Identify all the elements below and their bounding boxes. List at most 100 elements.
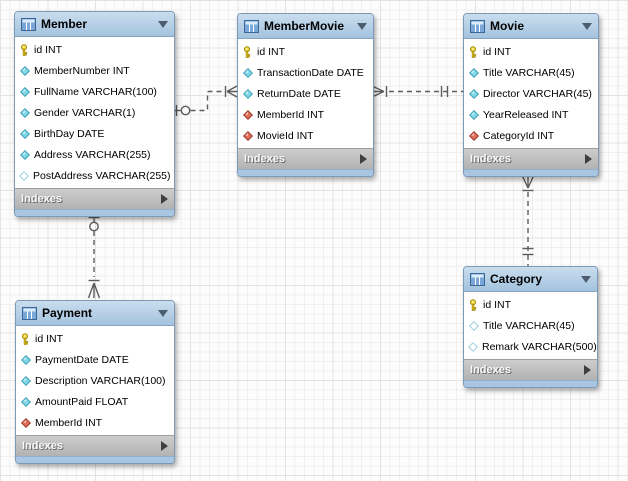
table-field-row[interactable]: YearReleased INT (464, 104, 598, 125)
table-field-row[interactable]: MemberNumber INT (15, 60, 174, 81)
indexes-bar[interactable]: Indexes (464, 148, 598, 169)
field-label: MemberId INT (35, 416, 103, 429)
table-field-row[interactable]: id INT (238, 41, 373, 62)
db-table-member[interactable]: Member id INT MemberNumber INT FullName VA… (14, 11, 175, 217)
table-icon (470, 272, 485, 286)
table-field-row[interactable]: Remark VARCHAR(500) (464, 336, 597, 357)
column-icon (242, 67, 253, 78)
table-icon (470, 19, 485, 33)
table-field-row[interactable]: PostAddress VARCHAR(255) (15, 165, 174, 186)
relationship-member-payment[interactable] (87, 212, 101, 299)
table-field-row[interactable]: Title VARCHAR(45) (464, 315, 597, 336)
column-nullable-icon (468, 341, 478, 352)
indexes-label: Indexes (470, 364, 511, 376)
collapse-triangle-icon[interactable] (357, 22, 367, 30)
indexes-bar[interactable]: Indexes (16, 435, 174, 456)
column-icon (19, 128, 30, 139)
table-field-row[interactable]: id INT (464, 294, 597, 315)
indexes-label: Indexes (470, 153, 511, 165)
relationship-member-membermovie[interactable] (173, 85, 238, 116)
key-icon (20, 332, 31, 345)
db-table-movie[interactable]: Movie id INT Title VARCHAR(45)Director VA… (463, 13, 599, 177)
fk-column-icon (468, 130, 479, 141)
table-title: MemberMovie (264, 19, 345, 33)
db-table-category[interactable]: Category id INT Title VARCHAR(45) Remark V… (463, 266, 598, 388)
expand-arrow-icon (161, 194, 168, 204)
table-bottom-strip (15, 209, 174, 216)
table-field-row[interactable]: CategoryId INT (464, 125, 598, 146)
column-nullable-icon (468, 320, 479, 331)
field-label: Remark VARCHAR(500) (482, 340, 597, 353)
column-nullable-icon (19, 170, 29, 181)
collapse-triangle-icon[interactable] (158, 20, 168, 28)
indexes-bar[interactable]: Indexes (15, 188, 174, 209)
field-label: id INT (257, 45, 286, 58)
table-field-row[interactable]: Description VARCHAR(100) (16, 370, 174, 391)
fk-column-icon (242, 109, 253, 120)
field-label: YearReleased INT (483, 108, 569, 121)
table-field-row[interactable]: MemberId INT (16, 412, 174, 433)
table-field-row[interactable]: MovieId INT (238, 125, 373, 146)
column-icon (20, 375, 31, 386)
table-bottom-strip (464, 169, 598, 176)
relationship-membermovie-movie[interactable] (371, 85, 463, 98)
table-field-row[interactable]: AmountPaid FLOAT (16, 391, 174, 412)
column-icon (19, 149, 30, 160)
field-label: Address VARCHAR(255) (34, 148, 151, 161)
field-label: MovieId INT (257, 129, 314, 142)
table-field-row[interactable]: TransactionDate DATE (238, 62, 373, 83)
field-label: id INT (35, 332, 64, 345)
column-icon (242, 88, 253, 99)
table-icon (244, 19, 259, 33)
field-label: FullName VARCHAR(100) (34, 85, 157, 98)
key-icon (242, 45, 253, 58)
table-bottom-strip (238, 169, 373, 176)
column-icon (468, 109, 479, 120)
fk-column-icon (20, 417, 31, 428)
table-field-row[interactable]: Address VARCHAR(255) (15, 144, 174, 165)
indexes-bar[interactable]: Indexes (464, 359, 597, 380)
column-icon (19, 86, 30, 97)
table-columns: id INT Title VARCHAR(45)Director VARCHAR(… (464, 39, 598, 148)
collapse-triangle-icon[interactable] (581, 275, 591, 283)
column-icon (20, 396, 31, 407)
table-header[interactable]: Category (464, 267, 597, 292)
table-bottom-strip (16, 456, 174, 463)
field-label: id INT (483, 45, 512, 58)
table-field-row[interactable]: BirthDay DATE (15, 123, 174, 144)
table-header[interactable]: Payment (16, 301, 174, 326)
table-header[interactable]: Member (15, 12, 174, 37)
column-icon (468, 67, 479, 78)
table-field-row[interactable]: ReturnDate DATE (238, 83, 373, 104)
table-field-row[interactable]: Director VARCHAR(45) (464, 83, 598, 104)
table-field-row[interactable]: Gender VARCHAR(1) (15, 102, 174, 123)
table-header[interactable]: MemberMovie (238, 14, 373, 39)
field-label: id INT (483, 298, 512, 311)
collapse-triangle-icon[interactable] (158, 309, 168, 317)
expand-arrow-icon (585, 154, 592, 164)
table-field-row[interactable]: id INT (15, 39, 174, 60)
table-field-row[interactable]: id INT (464, 41, 598, 62)
relationship-movie-category[interactable] (521, 175, 535, 266)
field-label: id INT (34, 43, 63, 56)
indexes-label: Indexes (21, 193, 62, 205)
table-field-row[interactable]: id INT (16, 328, 174, 349)
table-field-row[interactable]: MemberId INT (238, 104, 373, 125)
expand-arrow-icon (360, 154, 367, 164)
expand-arrow-icon (584, 365, 591, 375)
field-label: Gender VARCHAR(1) (34, 106, 136, 119)
table-bottom-strip (464, 380, 597, 387)
table-field-row[interactable]: Title VARCHAR(45) (464, 62, 598, 83)
collapse-triangle-icon[interactable] (582, 22, 592, 30)
table-title: Category (490, 272, 543, 286)
field-label: PaymentDate DATE (35, 353, 129, 366)
table-header[interactable]: Movie (464, 14, 598, 39)
table-columns: id INT MemberNumber INT FullName VARCHAR(1… (15, 37, 174, 188)
db-table-payment[interactable]: Payment id INT PaymentDate DATE Descriptio… (15, 300, 175, 464)
table-field-row[interactable]: PaymentDate DATE (16, 349, 174, 370)
indexes-bar[interactable]: Indexes (238, 148, 373, 169)
table-field-row[interactable]: FullName VARCHAR(100) (15, 81, 174, 102)
